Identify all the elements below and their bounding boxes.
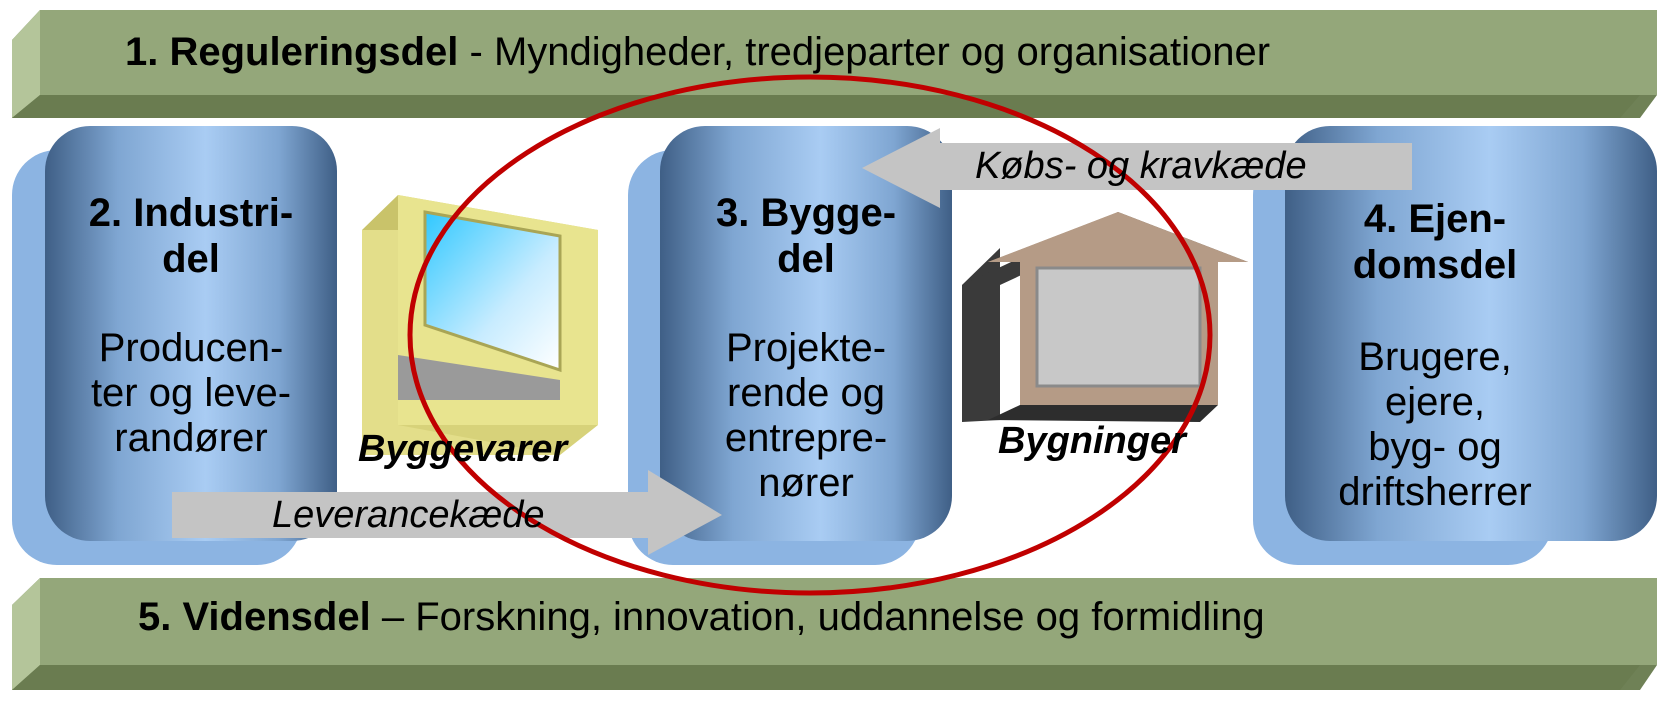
property-body-line: ejere, [1384, 380, 1486, 424]
industry-body: Producen- ter og leve- randører [50, 326, 332, 461]
industry-body-line: Producen- [98, 326, 284, 370]
buildings-label: Bygninger [998, 420, 1186, 462]
construction-body-line: nører [758, 461, 854, 505]
regulation-bar-text: 1. Reguleringsdel - Myndigheder, tredjep… [125, 30, 1270, 75]
knowledge-bar [12, 578, 1657, 690]
highlight-ellipse [407, 74, 1213, 596]
demand-chain-label: Købs- og kravkæde [975, 145, 1307, 187]
property-column [1253, 126, 1657, 565]
property-body: Brugere, ejere, byg- og driftsherrer [1290, 335, 1580, 515]
property-body-line: byg- og [1368, 425, 1502, 469]
house-icon [962, 212, 1248, 422]
construction-title: 3. Bygge- del [665, 190, 947, 282]
regulation-subtitle: - Myndigheder, tredjeparter og organisat… [469, 30, 1271, 74]
property-body-line: Brugere, [1358, 335, 1512, 379]
knowledge-title: 5. Vidensdel [138, 595, 371, 639]
construction-body-line: entrepre- [724, 416, 888, 460]
knowledge-subtitle: – Forskning, innovation, uddannelse og f… [381, 595, 1265, 639]
property-title-line2: domsdel [1352, 243, 1518, 287]
regulation-title: 1. Reguleringsdel [125, 30, 459, 74]
industry-column [12, 126, 337, 565]
knowledge-bar-text: 5. Vidensdel – Forskning, innovation, ud… [138, 595, 1265, 640]
construction-body-line: Projekte- [725, 326, 887, 370]
supply-chain-label: Leverancekæde [272, 494, 545, 536]
supply-chain-arrow [172, 470, 722, 555]
construction-body-line: rende og [727, 371, 885, 415]
window-icon [362, 195, 598, 455]
industry-title-line2: del [162, 237, 220, 281]
industry-title: 2. Industri- del [50, 190, 332, 282]
property-title: 4. Ejen- domsdel [1290, 196, 1580, 288]
industry-body-line: ter og leve- [90, 371, 292, 415]
construction-column [628, 126, 952, 565]
construction-title-line2: del [777, 237, 835, 281]
building-materials-label: Byggevarer [358, 428, 568, 470]
construction-title-line1: 3. Bygge- [715, 191, 897, 235]
construction-body: Projekte- rende og entrepre- nører [665, 326, 947, 506]
industry-title-line1: 2. Industri- [88, 191, 294, 235]
regulation-bar [12, 10, 1657, 118]
property-title-line1: 4. Ejen- [1363, 197, 1507, 241]
property-body-line: driftsherrer [1338, 470, 1532, 514]
industry-body-line: randører [114, 416, 268, 460]
demand-chain-arrow [862, 128, 1412, 208]
